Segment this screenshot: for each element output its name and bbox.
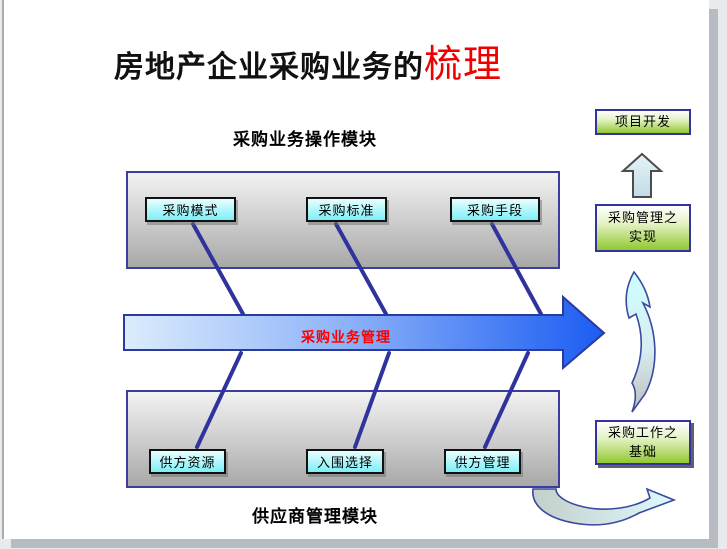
cycle-arrow-icon	[625, 270, 656, 413]
bottom-module-heading: 供应商管理模块	[252, 507, 378, 526]
fishbone-line	[195, 351, 243, 449]
realization-box: 采购管理之 实现	[595, 204, 691, 252]
bottom-module-item: 供方资源	[149, 449, 226, 474]
fishbone-line	[353, 351, 391, 449]
top-module-heading: 采购业务操作模块	[233, 130, 377, 149]
fishbone-line	[191, 222, 245, 316]
fishbone-line	[483, 351, 530, 449]
realization-box-line1: 采购管理之	[607, 210, 678, 226]
foundation-box: 采购工作之 基础	[595, 420, 691, 465]
top-module-item: 采购模式	[145, 197, 236, 222]
bottom-module-item: 供方管理	[444, 449, 521, 474]
page-title: 房地产企业采购业务的梳理	[114, 33, 674, 86]
top-module-item: 采购手段	[450, 197, 540, 222]
bottom-module-item: 入围选择	[306, 449, 384, 474]
spine-arrow-label: 采购业务管理	[301, 329, 391, 345]
title-highlight-text: 梳理	[424, 44, 503, 86]
goal-box: 项目开发	[595, 109, 691, 135]
swoosh-arrow-icon	[532, 487, 677, 526]
fishbone-lines	[191, 222, 543, 449]
title-main-text: 房地产企业采购业务的	[114, 51, 424, 84]
spine-arrow	[123, 294, 606, 371]
foundation-box-line1: 采购工作之	[607, 424, 678, 440]
fishbone-line	[490, 222, 543, 316]
fishbone-line	[334, 222, 388, 316]
realization-box-line2: 实现	[628, 229, 657, 244]
top-module-item: 采购标准	[306, 197, 387, 222]
foundation-box-line2: 基础	[628, 443, 657, 459]
up-arrow-icon	[620, 152, 664, 198]
